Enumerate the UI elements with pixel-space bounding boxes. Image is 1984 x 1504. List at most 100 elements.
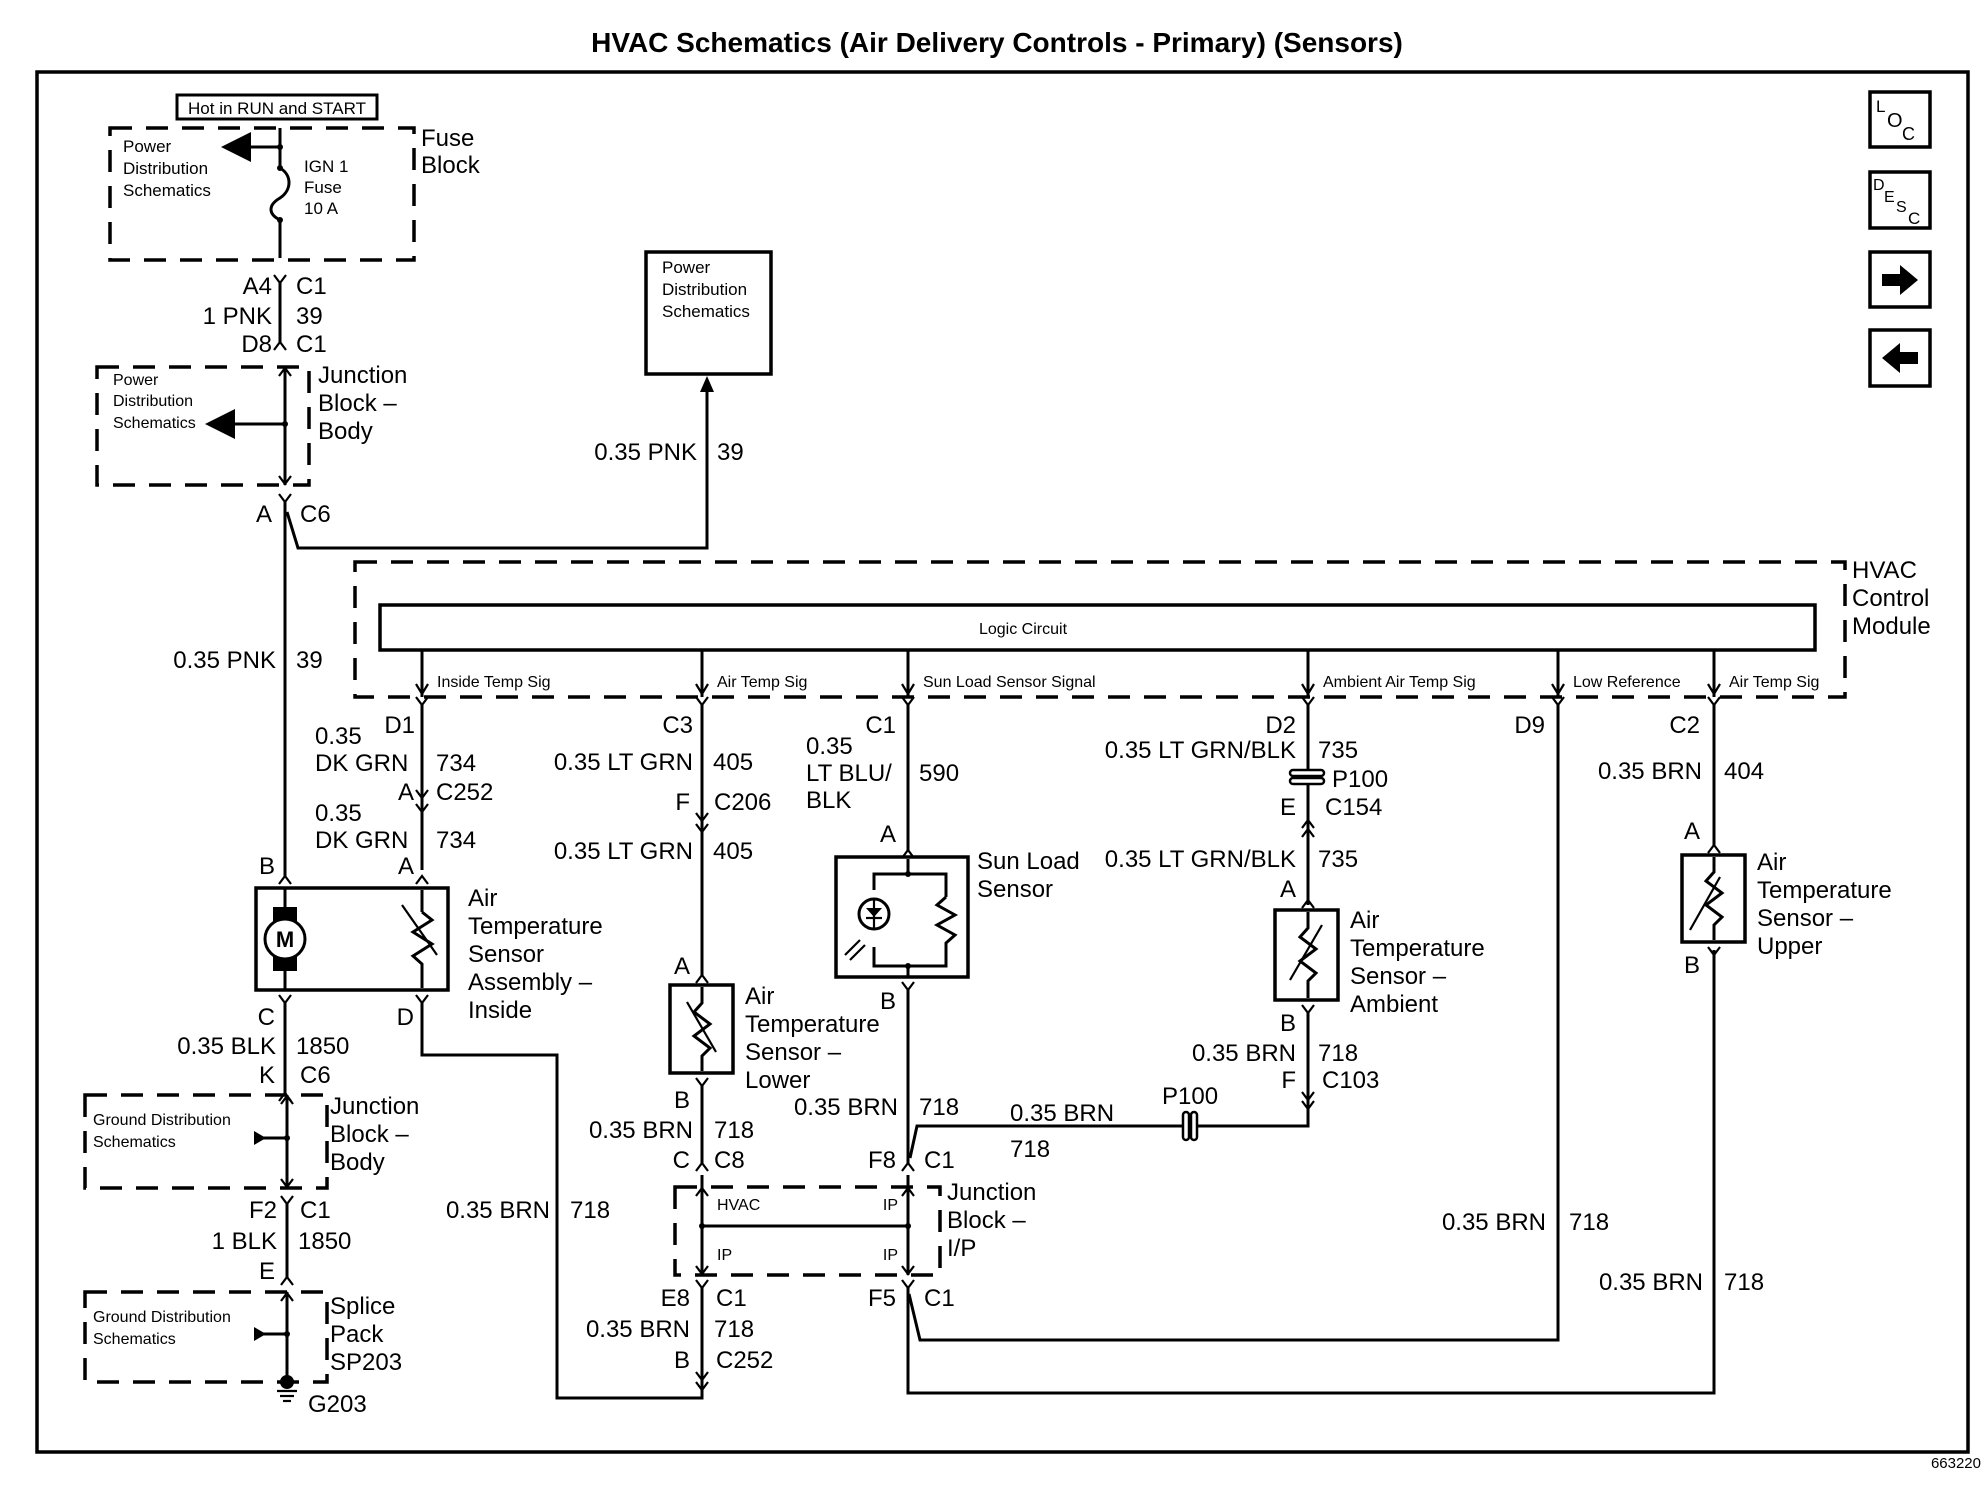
loc-button[interactable]: L O C <box>1868 90 1932 149</box>
inside-sensor-name-5: Inside <box>468 997 532 1024</box>
pin-a-inside: A <box>398 853 414 880</box>
conn-c206: C206 <box>714 789 771 816</box>
svg-text:Schematics: Schematics <box>113 415 196 432</box>
wire-734-a-2: DK GRN <box>315 750 408 777</box>
fuse-block-boundary <box>108 126 416 262</box>
splice-gds-ref: Ground Distribution Schematics <box>93 1309 231 1348</box>
hvac-signal-drop: Air Temp Sig <box>695 650 807 707</box>
wire-1-pnk: 1 PNK <box>203 303 272 330</box>
svg-text:Schematics: Schematics <box>93 1134 176 1151</box>
conn-c6-a: C6 <box>300 501 331 528</box>
conn-c154: C154 <box>1325 794 1382 821</box>
circuit-590: 590 <box>919 760 959 787</box>
svg-text:Schematics: Schematics <box>93 1331 176 1348</box>
jb-body-name-1: Junction <box>318 362 407 389</box>
circuit-405-b: 405 <box>713 838 753 865</box>
wire-718-lower: 0.35 BRN <box>589 1117 693 1144</box>
lower-sensor-name-3: Sensor – <box>745 1039 842 1066</box>
circuit-718-inside-return: 718 <box>570 1197 610 1224</box>
svg-text:Power: Power <box>123 137 172 156</box>
hvac-signal-label: Air Temp Sig <box>1729 674 1819 691</box>
p100-label-a: P100 <box>1332 766 1388 793</box>
inside-sensor-name-4: Assembly – <box>468 969 593 996</box>
circuit-718-d9: 718 <box>1569 1209 1609 1236</box>
conn-c1-f5: C1 <box>924 1285 955 1312</box>
svg-text:E: E <box>1884 189 1895 206</box>
p100-inline-connector-icon <box>1181 1110 1199 1142</box>
svg-text:Schematics: Schematics <box>123 181 211 200</box>
page-title: HVAC Schematics (Air Delivery Controls -… <box>591 27 1403 58</box>
wire-735-b: 0.35 LT GRN/BLK <box>1105 846 1296 873</box>
circuit-718-horizontal: 718 <box>1010 1136 1050 1163</box>
pin-c-c8: C <box>673 1147 690 1174</box>
pin-d1: D1 <box>384 712 415 739</box>
jb-body-bottom-name-1: Junction <box>330 1093 419 1120</box>
fuse-block-name-1: Fuse <box>421 125 474 152</box>
pin-k: K <box>259 1062 275 1089</box>
diagram-frame <box>35 70 1970 1454</box>
jb-ip-label-tr: IP <box>883 1197 898 1214</box>
upper-sensor-name-3: Sensor – <box>1757 905 1854 932</box>
fuse-icon <box>269 166 291 222</box>
svg-text:IGN 1: IGN 1 <box>304 157 348 176</box>
next-button[interactable] <box>1868 250 1932 309</box>
svg-text:C: C <box>1902 124 1915 144</box>
conn-c1-e8: C1 <box>716 1285 747 1312</box>
jb-ip-name-2: Block – <box>947 1207 1026 1234</box>
jb-body-name-3: Body <box>318 418 373 445</box>
desc-button[interactable]: D E S C <box>1868 170 1932 230</box>
pin-a-c252: A <box>398 779 414 806</box>
lower-sensor-name-4: Lower <box>745 1067 810 1094</box>
hvac-signal-drop: Ambient Air Temp Sig <box>1301 650 1476 707</box>
circuit-39-branch: 39 <box>717 439 744 466</box>
conn-c252-a: C252 <box>436 779 493 806</box>
wire-734-a-1: 0.35 <box>315 723 362 750</box>
jb-body-gds-ref: Ground Distribution Schematics <box>93 1112 231 1151</box>
pin-d8: D8 <box>241 331 272 358</box>
fuse-block-pds-ref: Power Distribution Schematics <box>123 137 211 200</box>
pin-d9: D9 <box>1514 712 1545 739</box>
air-temp-sensor-ambient <box>1273 908 1340 1002</box>
pin-f2: F2 <box>249 1197 277 1224</box>
inside-sensor-name-3: Sensor <box>468 941 544 968</box>
p100-label-b: P100 <box>1162 1083 1218 1110</box>
arrow-right-icon <box>1882 265 1918 295</box>
circuit-718-upper: 718 <box>1724 1269 1764 1296</box>
pin-c3: C3 <box>662 712 693 739</box>
pin-c2: C2 <box>1669 712 1700 739</box>
wire-734-b-2: DK GRN <box>315 827 408 854</box>
svg-text:D: D <box>1873 177 1885 194</box>
prev-button[interactable] <box>1868 328 1932 388</box>
pin-b-lower: B <box>674 1087 690 1114</box>
wire-0.35-brn-inside-return: 0.35 BRN <box>446 1197 550 1224</box>
sun-load-sensor <box>834 855 970 979</box>
pin-b-c252: B <box>674 1347 690 1374</box>
conn-c8: C8 <box>714 1147 745 1174</box>
conn-c6-k: C6 <box>300 1062 331 1089</box>
logic-circuit-label: Logic Circuit <box>979 621 1068 638</box>
svg-text:Schematics: Schematics <box>662 302 750 321</box>
wire-1-blk: 1 BLK <box>212 1228 277 1255</box>
pin-b-inside: B <box>259 853 275 880</box>
wire-718-ambient: 0.35 BRN <box>1192 1040 1296 1067</box>
hvac-signal-label: Inside Temp Sig <box>437 674 551 691</box>
jb-ip-label-br: IP <box>883 1247 898 1264</box>
upper-sensor-name-2: Temperature <box>1757 877 1892 904</box>
circuit-405-a: 405 <box>713 749 753 776</box>
conn-c1-d8: C1 <box>296 331 327 358</box>
circuit-718-sun: 718 <box>919 1094 959 1121</box>
jb-body-pds-ref: Power Distribution Schematics <box>113 372 196 432</box>
inside-sensor-name-2: Temperature <box>468 913 603 940</box>
svg-text:Power: Power <box>113 372 159 389</box>
lower-sensor-name-2: Temperature <box>745 1011 880 1038</box>
pin-f8: F8 <box>868 1147 896 1174</box>
svg-text:Distribution: Distribution <box>113 393 193 410</box>
wire-734-b-1: 0.35 <box>315 800 362 827</box>
svg-text:Ground Distribution: Ground Distribution <box>93 1112 231 1129</box>
hvac-module-name-3: Module <box>1852 613 1931 640</box>
jb-ip-hvac-label: HVAC <box>717 1197 760 1214</box>
svg-text:10 A: 10 A <box>304 199 339 218</box>
svg-text:S: S <box>1896 199 1907 216</box>
pin-a4: A4 <box>243 273 272 300</box>
